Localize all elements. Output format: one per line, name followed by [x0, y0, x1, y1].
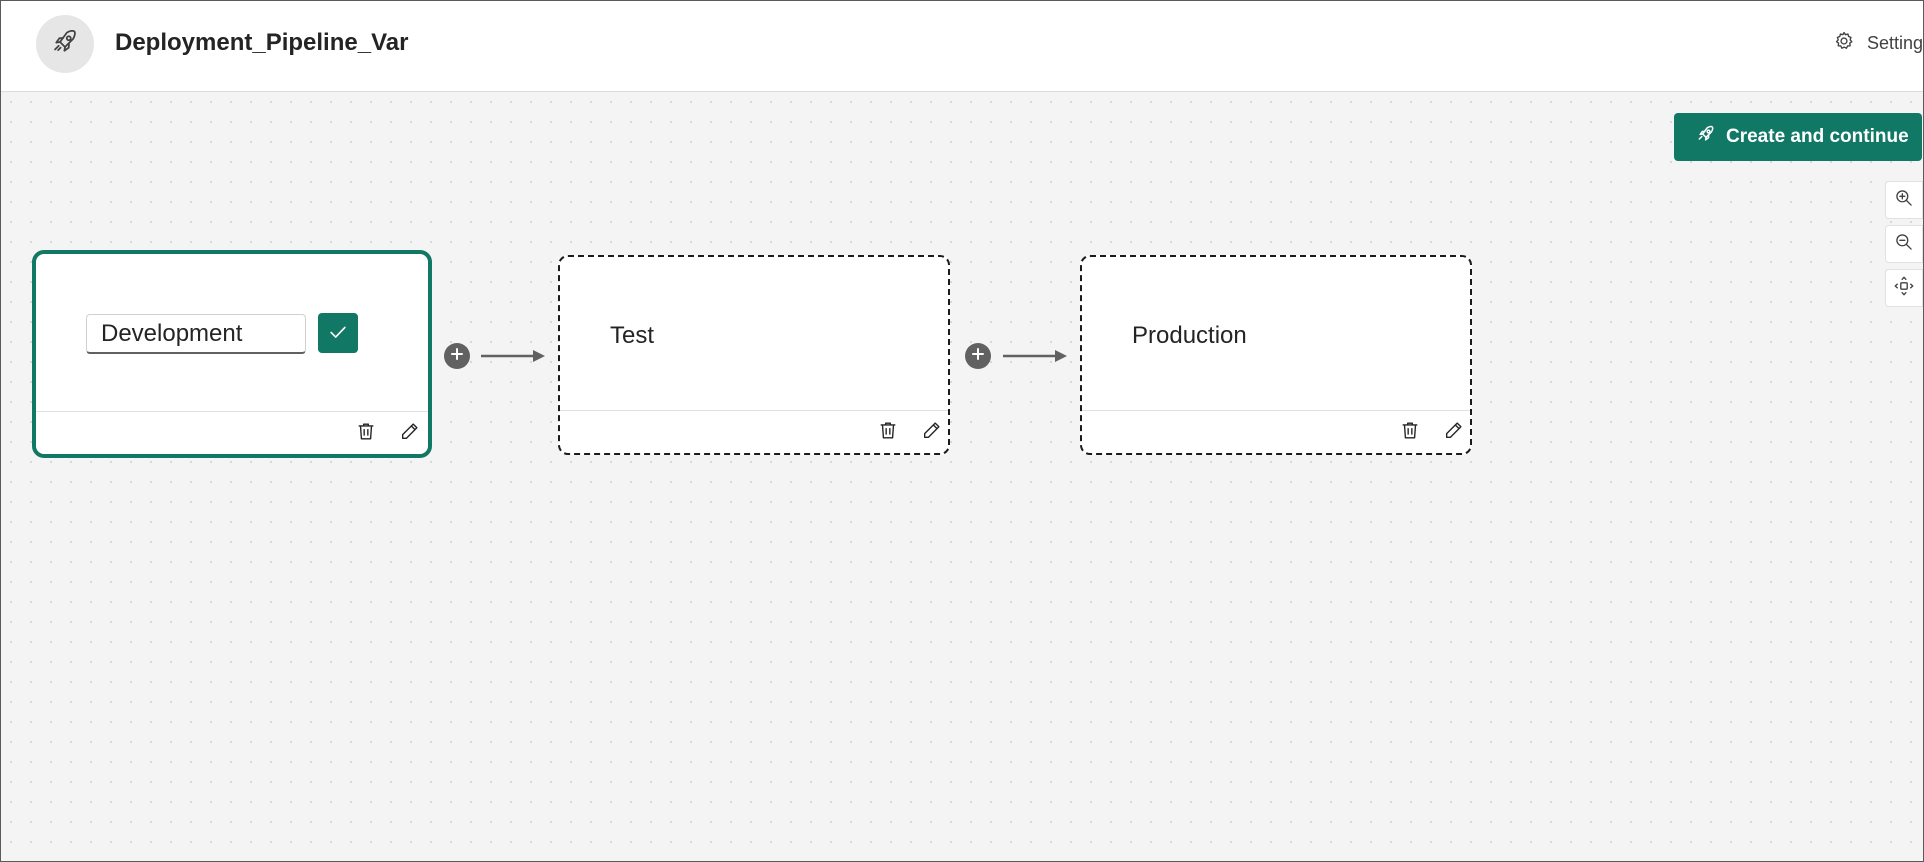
zoom-out-button[interactable] — [1885, 225, 1923, 263]
edit-stage-button[interactable] — [1440, 418, 1468, 446]
plus-icon — [450, 347, 464, 366]
stage-footer — [1082, 410, 1470, 453]
pipeline-avatar — [36, 15, 94, 73]
zoom-in-button[interactable] — [1885, 181, 1923, 219]
pencil-icon — [399, 420, 421, 447]
trash-icon — [355, 420, 377, 447]
fit-view-button[interactable] — [1885, 269, 1923, 307]
delete-stage-button[interactable] — [874, 418, 902, 446]
rocket-icon — [50, 27, 80, 62]
pipeline-title: Deployment_Pipeline_Var — [115, 29, 409, 56]
zoom-out-icon — [1894, 232, 1914, 257]
add-stage-button[interactable] — [965, 343, 991, 369]
checkmark-icon — [327, 321, 349, 346]
plus-icon — [971, 347, 985, 366]
stage-name-input[interactable] — [86, 314, 306, 354]
create-and-continue-label: Create and continue — [1726, 126, 1909, 147]
pencil-icon — [921, 419, 943, 446]
delete-stage-button[interactable] — [1396, 418, 1424, 446]
pipeline-canvas[interactable]: Create and continue — [1, 92, 1923, 861]
stage-card-test[interactable]: Test — [558, 255, 950, 455]
delete-stage-button[interactable] — [352, 419, 380, 447]
zoom-in-icon — [1894, 188, 1914, 213]
trash-icon — [1399, 419, 1421, 446]
connector-arrow — [481, 350, 545, 362]
settings-label: Settings — [1867, 32, 1924, 53]
stage-footer — [560, 410, 948, 453]
settings-button[interactable]: Settings — [1833, 30, 1924, 57]
stage-card-production[interactable]: Production — [1080, 255, 1472, 455]
create-and-continue-button[interactable]: Create and continue — [1674, 113, 1922, 161]
fit-view-icon — [1893, 275, 1915, 302]
stage-name: Test — [610, 322, 655, 349]
pencil-icon — [1443, 419, 1465, 446]
confirm-name-button[interactable] — [318, 313, 358, 353]
edit-stage-button[interactable] — [396, 419, 424, 447]
add-stage-button[interactable] — [444, 343, 470, 369]
stage-card-development[interactable] — [32, 250, 432, 458]
stage-footer — [36, 411, 428, 454]
gear-icon — [1833, 30, 1855, 57]
trash-icon — [877, 419, 899, 446]
stage-name: Production — [1132, 322, 1247, 349]
header-bar: Deployment_Pipeline_Var Settings — [1, 1, 1923, 92]
connector-arrow — [1003, 350, 1067, 362]
edit-stage-button[interactable] — [918, 418, 946, 446]
rocket-icon — [1696, 124, 1716, 150]
